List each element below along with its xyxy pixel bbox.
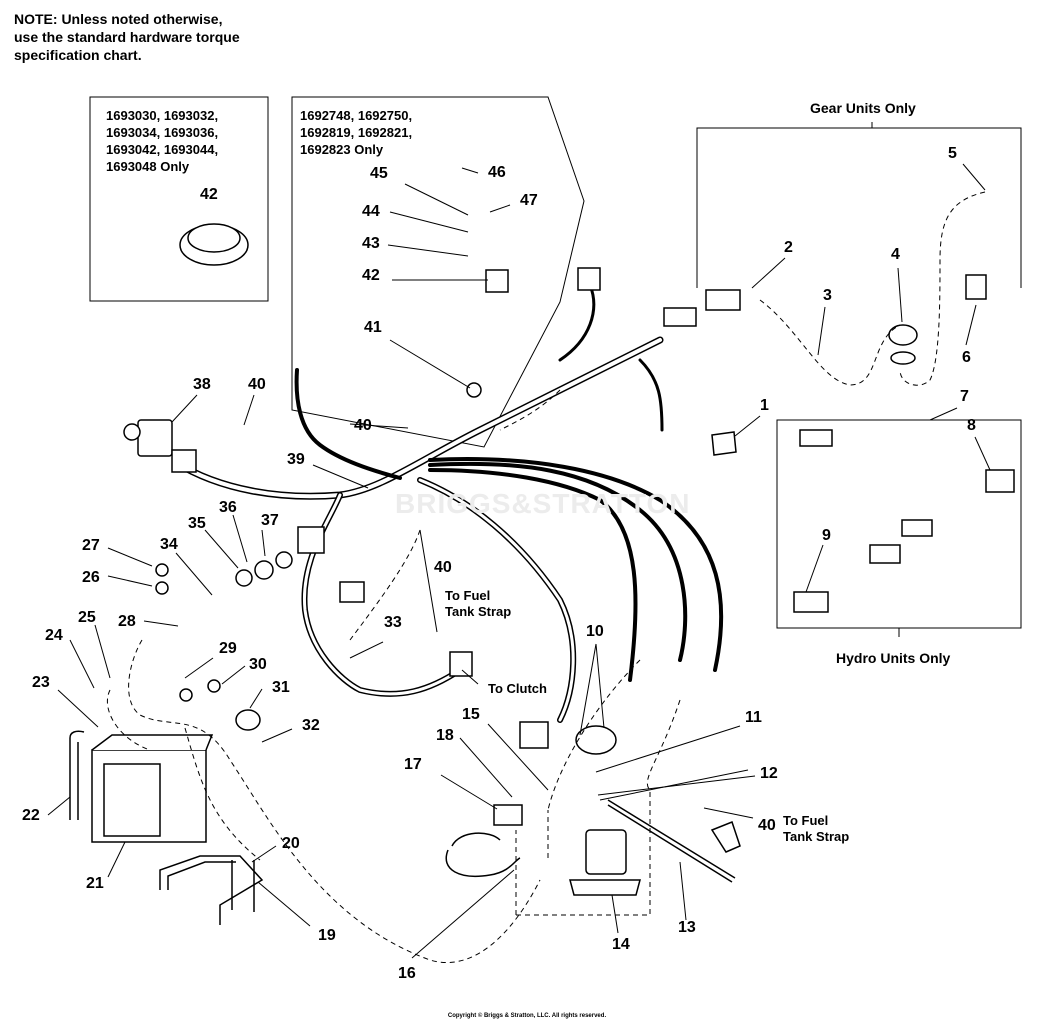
- callout-27: 27: [82, 537, 100, 554]
- callout-24: 24: [45, 627, 63, 644]
- callout-8: 8: [967, 417, 976, 434]
- callout-46: 46: [488, 164, 506, 181]
- callout-23: 23: [32, 674, 50, 691]
- callout-1: 1: [760, 397, 769, 414]
- annot-line: Tank Strap: [445, 604, 512, 619]
- model-line: 1692748, 1692750,: [300, 108, 413, 123]
- callout-43: 43: [362, 235, 380, 252]
- watermark-logo: BRIGGS&STRATTON: [395, 488, 691, 519]
- part-14-solenoid: [585, 829, 627, 875]
- callout-4: 4: [891, 246, 900, 263]
- callout-6: 6: [962, 349, 971, 366]
- callout-7: 7: [960, 388, 969, 405]
- model-line: 1693048 Only: [106, 159, 190, 174]
- callout-14: 14: [612, 936, 630, 953]
- callout-3: 3: [823, 287, 832, 304]
- to-fuel-tank-strap-label: To Fuel Tank Strap: [445, 588, 511, 620]
- gear-units-bracket: [696, 127, 1022, 288]
- note-line-3: specification chart.: [14, 47, 142, 63]
- callout-34: 34: [160, 536, 178, 553]
- to-clutch-label: To Clutch: [488, 681, 547, 696]
- callout-19: 19: [318, 927, 336, 944]
- annot-line: To Fuel: [783, 813, 829, 828]
- callout-5: 5: [948, 145, 957, 162]
- callout-21: 21: [86, 875, 104, 892]
- part-1-clip: [711, 431, 737, 456]
- callout-26: 26: [82, 569, 100, 586]
- model-line: 1693030, 1693032,: [106, 108, 219, 123]
- callout-41: 41: [364, 319, 382, 336]
- callout-30: 30: [249, 656, 267, 673]
- callout-40-upper-left: 40: [248, 376, 266, 393]
- callout-35: 35: [188, 515, 206, 532]
- part-13-rod: [607, 799, 736, 879]
- copyright-footer: Copyright © Briggs & Stratton, LLC. All …: [447, 1013, 607, 1019]
- gear-units-label: Gear Units Only: [810, 100, 916, 116]
- callout-17: 17: [404, 756, 422, 773]
- callout-28: 28: [118, 613, 136, 630]
- callout-29: 29: [219, 640, 237, 657]
- to-fuel-tank-strap-label-2: To Fuel Tank Strap: [783, 813, 849, 845]
- hydro-units-label: Hydro Units Only: [836, 650, 951, 666]
- callout-42-mid: 42: [362, 267, 380, 284]
- callout-45: 45: [370, 165, 388, 182]
- note-line-2: use the standard hardware torque: [14, 29, 240, 45]
- callout-44: 44: [362, 203, 380, 220]
- callout-33: 33: [384, 614, 402, 631]
- part-19-bracket: [159, 855, 264, 925]
- callout-13: 13: [678, 919, 696, 936]
- callout-32: 32: [302, 717, 320, 734]
- part-6-switch: [965, 274, 987, 300]
- callout-39: 39: [287, 451, 305, 468]
- callout-16: 16: [398, 965, 416, 982]
- part-10-boot: [575, 725, 617, 755]
- callout-9: 9: [822, 527, 831, 544]
- callout-40-mid: 40: [354, 417, 372, 434]
- callout-40-lower-right: 40: [758, 817, 776, 834]
- model-line: 1693042, 1693044,: [106, 142, 219, 157]
- callout-36: 36: [219, 499, 237, 516]
- callout-37: 37: [261, 512, 279, 529]
- callout-22: 22: [22, 807, 40, 824]
- callout-25: 25: [78, 609, 96, 626]
- model-line: 1693034, 1693036,: [106, 125, 219, 140]
- inset-box-models-1693: [89, 96, 269, 302]
- note-line-1: NOTE: Unless noted otherwise,: [14, 11, 223, 27]
- part-2-connector: [705, 289, 741, 311]
- callout-31: 31: [272, 679, 290, 696]
- part-8-switch: [985, 469, 1015, 493]
- callout-10: 10: [586, 623, 604, 640]
- part-22-strap: [69, 730, 85, 820]
- callout-40-fuel-strap: 40: [434, 559, 452, 576]
- callout-15: 15: [462, 706, 480, 723]
- inset-mid-models-label: 1692748, 1692750, 1692819, 1692821, 1692…: [300, 107, 412, 158]
- part-38-ignition-switch: [137, 419, 173, 457]
- inset-box-models-1692: [291, 96, 585, 448]
- model-line: 1692819, 1692821,: [300, 125, 413, 140]
- callout-2: 2: [784, 239, 793, 256]
- part-4-grommet: [888, 324, 918, 346]
- note-text: NOTE: Unless noted otherwise, use the st…: [14, 10, 240, 64]
- annot-line: To Fuel: [445, 588, 491, 603]
- callout-47: 47: [520, 192, 538, 209]
- callout-12: 12: [760, 765, 778, 782]
- callout-42-left: 42: [200, 186, 218, 203]
- callout-38: 38: [193, 376, 211, 393]
- part-17-relay: [493, 804, 523, 826]
- callout-18: 18: [436, 727, 454, 744]
- inset-left-models-label: 1693030, 1693032, 1693034, 1693036, 1693…: [106, 107, 218, 175]
- callout-20: 20: [282, 835, 300, 852]
- annot-line: Tank Strap: [783, 829, 850, 844]
- callout-11: 11: [745, 709, 762, 726]
- model-line: 1692823 Only: [300, 142, 384, 157]
